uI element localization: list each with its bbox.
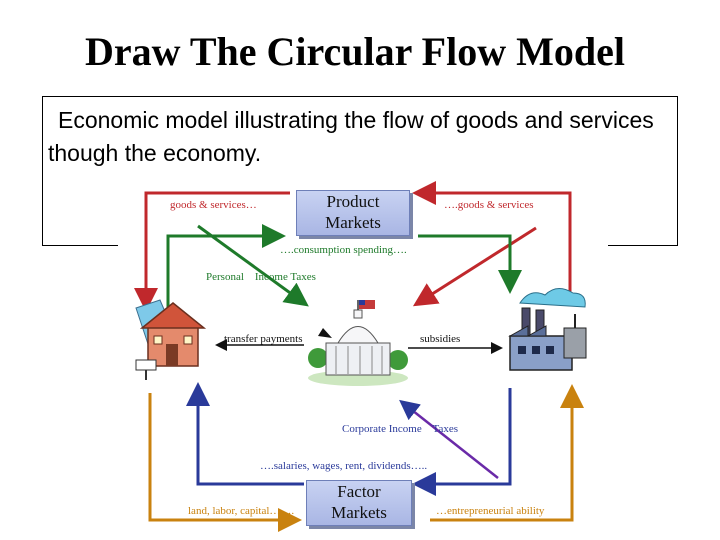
factor-markets-line-1: Factor — [337, 482, 381, 501]
product-markets-box: Product Markets — [296, 190, 410, 236]
label-transfer-payments: transfer payments — [224, 333, 303, 345]
factory-icon — [508, 288, 587, 371]
income-to-households-arrow — [186, 382, 304, 486]
product-markets-line-1: Product — [326, 192, 380, 211]
income-from-firms-arrow — [412, 388, 512, 496]
label-land-labor-capital: land, labor, capital……. — [188, 505, 295, 517]
circular-flow-diagram: Product Markets Factor Markets goods & s… — [118, 178, 608, 538]
resources-to-firms-arrow — [430, 384, 584, 522]
resources-from-households-arrow — [148, 393, 302, 532]
house-icon — [135, 299, 207, 380]
label-consumption-spending: ….consumption spending…. — [280, 244, 407, 256]
product-markets-line-2: Markets — [325, 213, 381, 232]
spending-to-firms-arrow — [418, 234, 522, 294]
slide-body-text: Economic model illustrating the flow of … — [48, 107, 654, 167]
goods-to-government-arrow — [412, 226, 537, 307]
label-goods-services-right: ….goods & services — [444, 199, 534, 211]
factor-markets-line-2: Markets — [331, 503, 387, 522]
label-goods-services-left: goods & services… — [170, 199, 257, 211]
spending-from-households-arrow — [166, 224, 286, 313]
personal-income-taxes-arrow — [197, 224, 309, 307]
factor-markets-box: Factor Markets — [306, 480, 412, 526]
corporate-income-taxes-arrow — [399, 399, 499, 479]
label-personal-income-taxes: Personal Income Taxes — [206, 271, 316, 283]
label-corporate-income-taxes: Corporate Income Taxes — [342, 423, 459, 435]
capitol-building-icon — [308, 300, 408, 386]
goods-flow-from-firms-arrow — [412, 181, 572, 298]
goods-flow-to-households-arrow — [134, 191, 290, 312]
flow-arrows — [134, 181, 587, 532]
slide-title: Draw The Circular Flow Model — [85, 29, 625, 74]
label-subsidies: subsidies — [420, 333, 461, 345]
label-entrepreneurial-ability: …entrepreneurial ability — [436, 505, 545, 517]
label-salaries-wages-rent-dividends: ….salaries, wages, rent, dividends….. — [260, 460, 428, 472]
